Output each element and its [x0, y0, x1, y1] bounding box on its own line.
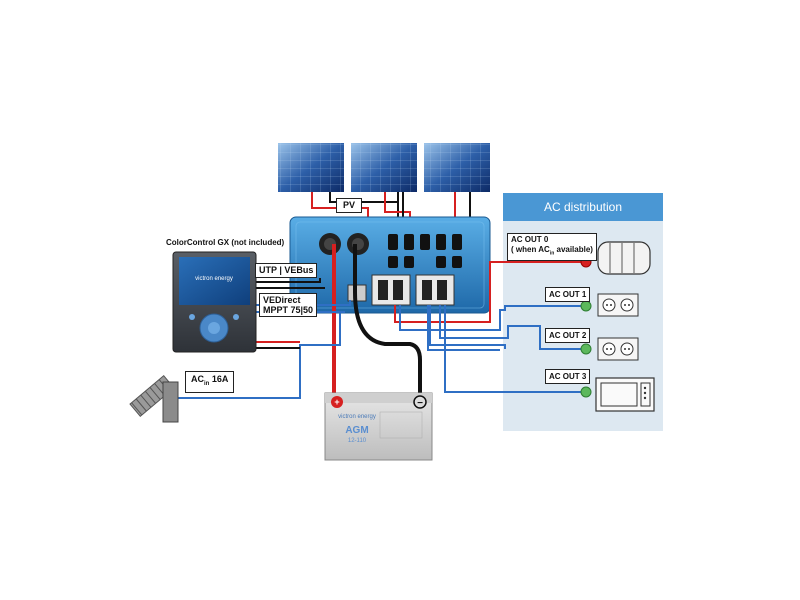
ac-distribution-title: AC distribution	[503, 193, 663, 221]
ac-out-3-label: AC OUT 3	[545, 369, 591, 384]
solar-panel-3	[424, 143, 490, 192]
pv-label: PV	[336, 198, 363, 213]
ac-out-1-label: AC OUT 1	[545, 287, 591, 302]
ac-out-1-terminal	[580, 300, 592, 312]
ac-out-3-terminal	[580, 386, 592, 398]
battery-plus-terminal: +	[334, 397, 339, 407]
vedirect-label: VEDirect MPPT 75|50	[259, 293, 318, 317]
ac-in-suffix: 16A	[209, 374, 229, 384]
dc-cables	[332, 244, 422, 398]
ac-input-wire	[178, 312, 341, 399]
water-heater-icon	[597, 241, 651, 275]
battery-minus-terminal: −	[417, 398, 423, 409]
battery: + − victron energy AGM 12-110	[324, 392, 433, 461]
ac-out-0-line2: ( when ACin available)	[511, 245, 593, 257]
comm-wires	[256, 278, 351, 349]
ac-out-2-label: AC OUT 2	[545, 328, 591, 343]
cc-brand-text: victron energy	[195, 276, 233, 282]
battery-model-agm: AGM	[345, 425, 368, 436]
ac-in-prefix: AC	[191, 374, 204, 384]
microwave-icon	[595, 377, 655, 412]
ac-in-label: ACin 16A	[185, 371, 235, 393]
ac-out-0-label: AC OUT 0 ( when ACin available)	[507, 233, 597, 261]
ac-in-sub: in	[204, 380, 210, 387]
color-control-label: ColorControl GX (not included)	[166, 238, 285, 247]
ac-out-0-line1: AC OUT 0	[511, 235, 549, 244]
battery-model-number: 12-110	[348, 438, 367, 444]
ac-inlet-plug	[129, 375, 179, 423]
vedirect-line1: VEDirect	[263, 295, 301, 305]
utp-vebus-label: UTP | VEBus	[255, 263, 318, 278]
solar-panel-2	[351, 143, 417, 192]
ac-out-2-terminal	[580, 343, 592, 355]
solar-panel-1	[278, 143, 344, 192]
battery-brand-text: victron energy	[338, 414, 376, 420]
ac-output-wires	[394, 261, 586, 393]
socket-icon	[597, 293, 639, 317]
inverter-unit	[289, 216, 491, 314]
socket-icon	[597, 337, 639, 361]
vedirect-line2: MPPT 75|50	[263, 305, 314, 315]
color-control-gx: victron energy	[172, 251, 257, 353]
